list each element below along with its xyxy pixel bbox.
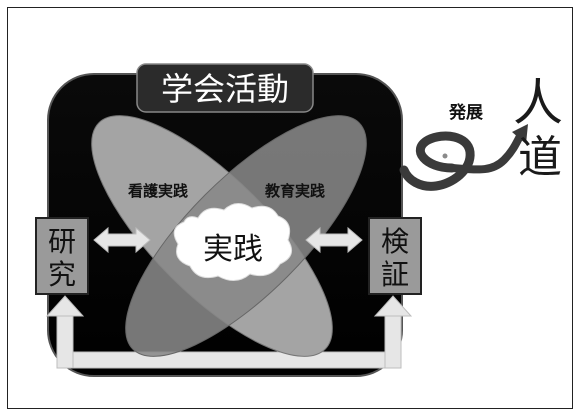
verification-label-line1: 検 [381,225,409,258]
title-text: 学会活動 [161,70,289,108]
education-practice-label: 教育実践 [264,182,325,200]
nursing-practice-label: 看護実践 [128,182,188,200]
goal-label-line2: 道 [518,132,562,183]
verification-label-line2: 証 [381,258,409,291]
research-label-line1: 研 [48,225,76,258]
goal-label-line1: 人 [513,74,563,132]
right-double-arrow-icon [305,226,363,254]
growth-label: 発展 [448,102,483,123]
practice-center-cloud [173,203,293,281]
verification-box [368,217,422,295]
research-label-line2: 究 [48,258,76,291]
feedback-loop [45,295,413,369]
practice-label: 実践 [203,232,263,267]
title-box [136,63,314,113]
research-box [35,217,89,295]
spiral-growth-arrow-icon [399,124,528,191]
left-double-arrow-icon [93,226,151,254]
